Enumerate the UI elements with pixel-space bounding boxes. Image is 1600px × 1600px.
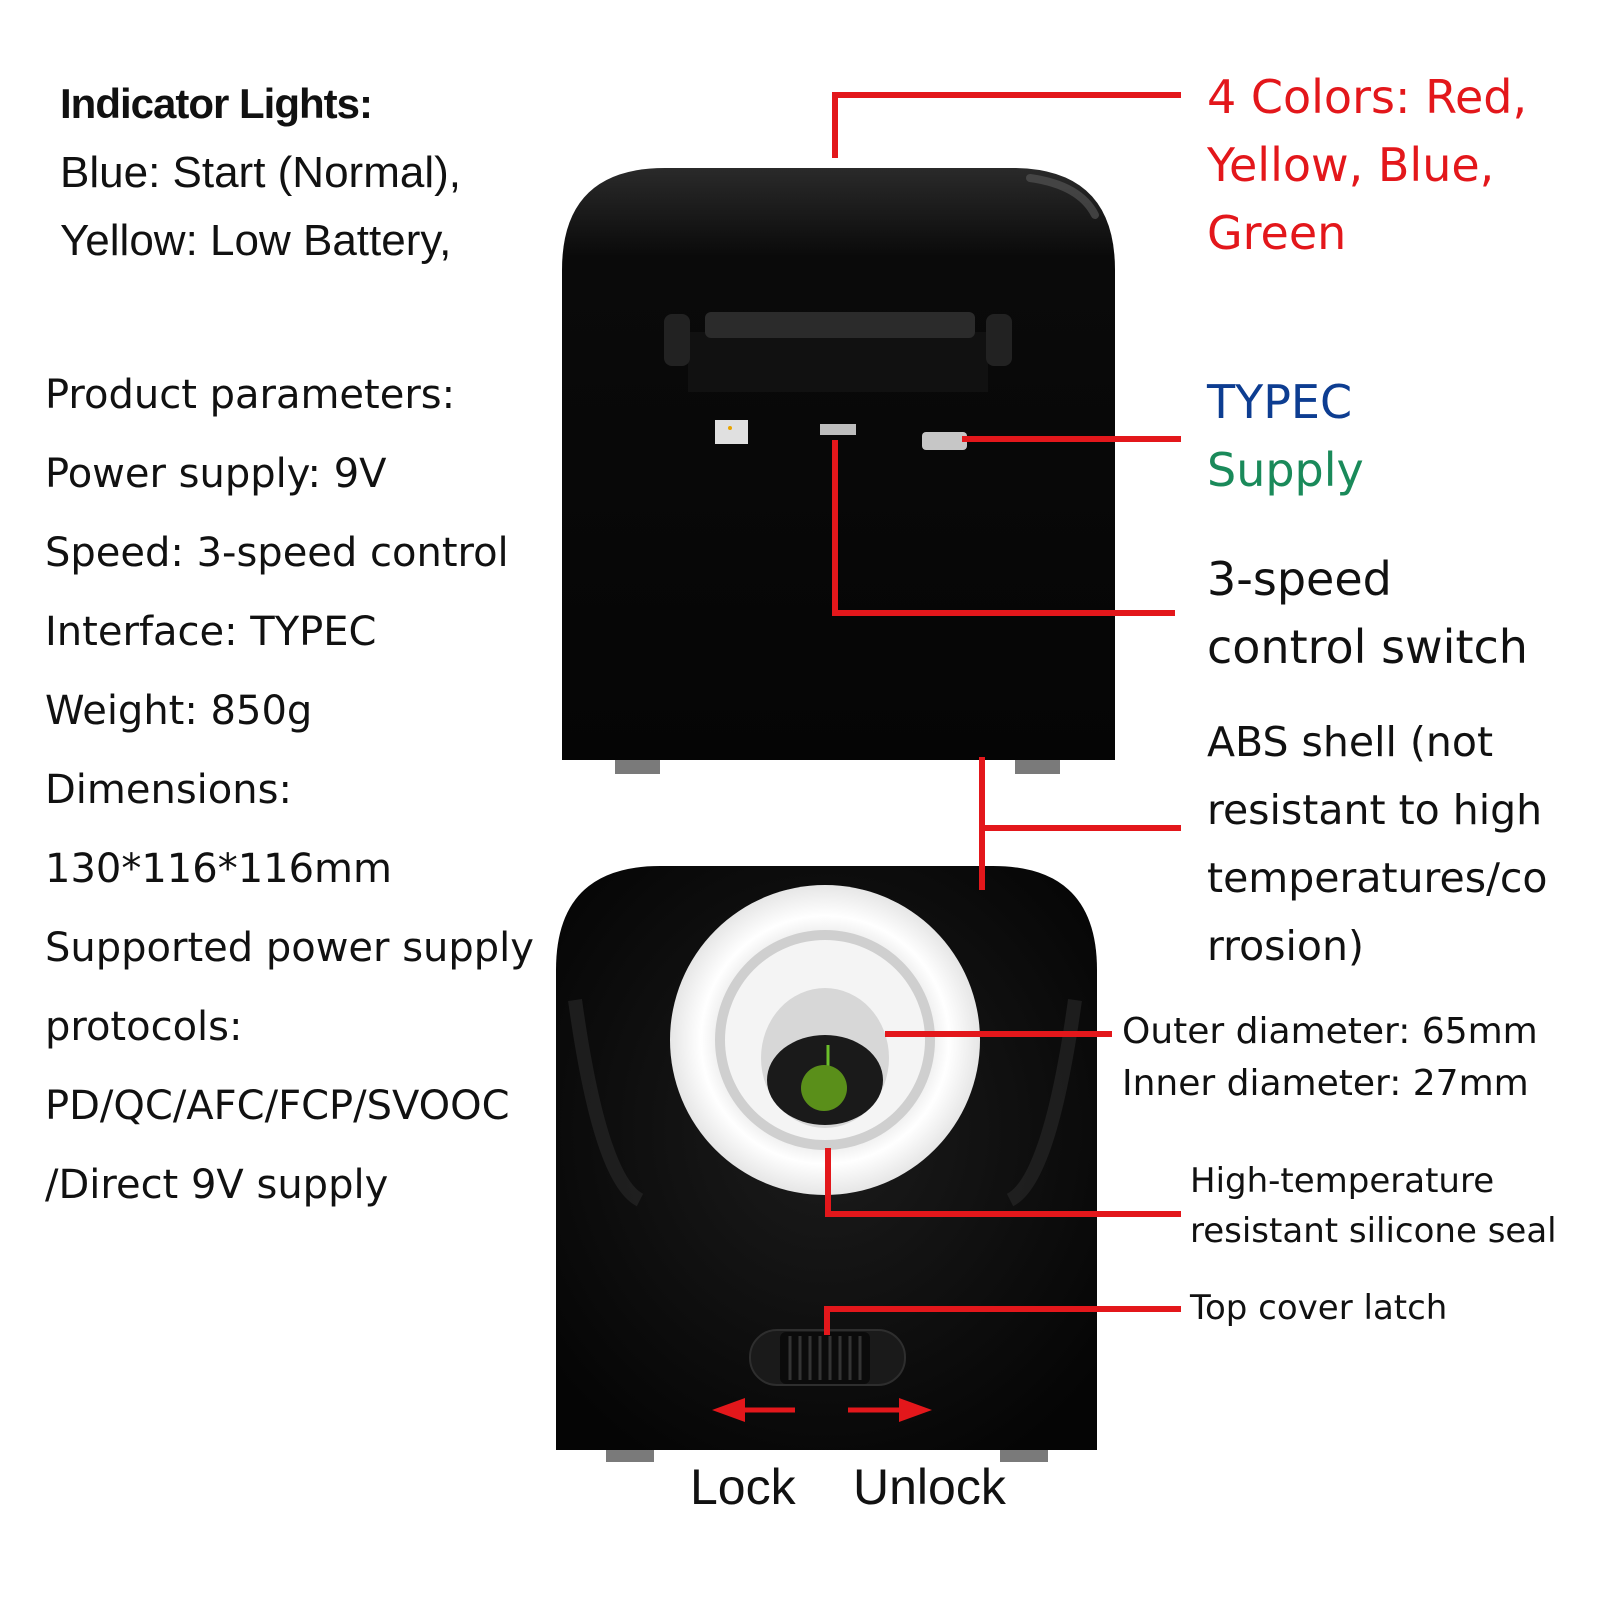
param-weight: Weight: 850g xyxy=(45,688,313,734)
param-protocols-2: protocols: xyxy=(45,1004,243,1050)
callout-outer-diameter: Outer diameter: 65mm xyxy=(1122,1011,1538,1052)
param-dimensions-label: Dimensions: xyxy=(45,767,292,813)
typec-port xyxy=(922,432,967,450)
callout-shell-4: rrosion) xyxy=(1207,922,1364,970)
param-protocols-4: /Direct 9V supply xyxy=(45,1162,389,1208)
indicator-blue: Blue: Start (Normal), xyxy=(60,148,461,197)
callout-seal-2: resistant silicone seal xyxy=(1190,1211,1557,1251)
callout-line-latch xyxy=(824,1306,1181,1335)
callout-seal-1: High-temperature xyxy=(1190,1161,1495,1201)
callout-line-colors xyxy=(832,92,1181,158)
param-power: Power supply: 9V xyxy=(45,451,387,497)
callout-typec: TYPEC xyxy=(1207,375,1353,429)
lock-label: Lock xyxy=(690,1459,796,1515)
callout-switch-1: 3-speed xyxy=(1207,552,1392,606)
callout-latch: Top cover latch xyxy=(1190,1288,1448,1328)
callout-colors-2: Yellow, Blue, xyxy=(1207,138,1495,192)
params-heading: Product parameters: xyxy=(45,372,456,418)
param-interface: Interface: TYPEC xyxy=(45,609,377,655)
silicone-seal xyxy=(670,885,980,1195)
callout-line-switch xyxy=(832,440,1175,616)
callout-shell-1: ABS shell (not xyxy=(1207,718,1494,766)
callout-lines xyxy=(824,92,1181,1335)
param-dimensions-value: 130*116*116mm xyxy=(45,846,392,892)
indicator-light xyxy=(715,420,748,444)
callout-shell-2: resistant to high xyxy=(1207,786,1543,834)
top-unit xyxy=(562,168,1115,774)
speed-switch[interactable] xyxy=(820,424,856,435)
unlock-label: Unlock xyxy=(853,1459,1006,1515)
top-foot-right xyxy=(1015,760,1060,774)
callout-colors-3: Green xyxy=(1207,206,1347,260)
param-speed: Speed: 3-speed control xyxy=(45,530,509,576)
callout-supply: Supply xyxy=(1207,443,1364,497)
lock-arrow-icon xyxy=(712,1398,795,1422)
indicator-yellow: Yellow: Low Battery, xyxy=(60,216,452,265)
param-protocols-1: Supported power supply xyxy=(45,925,534,971)
param-protocols-3: PD/QC/AFC/FCP/SVOOC xyxy=(45,1083,510,1129)
callout-line-seal xyxy=(825,1148,1181,1217)
indicator-title: Indicator Lights: xyxy=(60,80,373,127)
unlock-arrow-icon xyxy=(848,1398,932,1422)
bottom-foot-left xyxy=(606,1450,654,1462)
bottom-unit xyxy=(556,866,1097,1462)
callout-switch-2: control switch xyxy=(1207,620,1528,674)
top-cover-latch[interactable] xyxy=(749,1329,906,1386)
handle xyxy=(664,312,1012,392)
callout-colors-1: 4 Colors: Red, xyxy=(1207,70,1528,124)
green-indicator xyxy=(801,1065,847,1111)
callout-shell-3: temperatures/co xyxy=(1207,854,1548,902)
top-foot-left xyxy=(615,760,660,774)
callout-inner-diameter: Inner diameter: 27mm xyxy=(1122,1063,1529,1104)
bottom-foot-right xyxy=(1000,1450,1048,1462)
